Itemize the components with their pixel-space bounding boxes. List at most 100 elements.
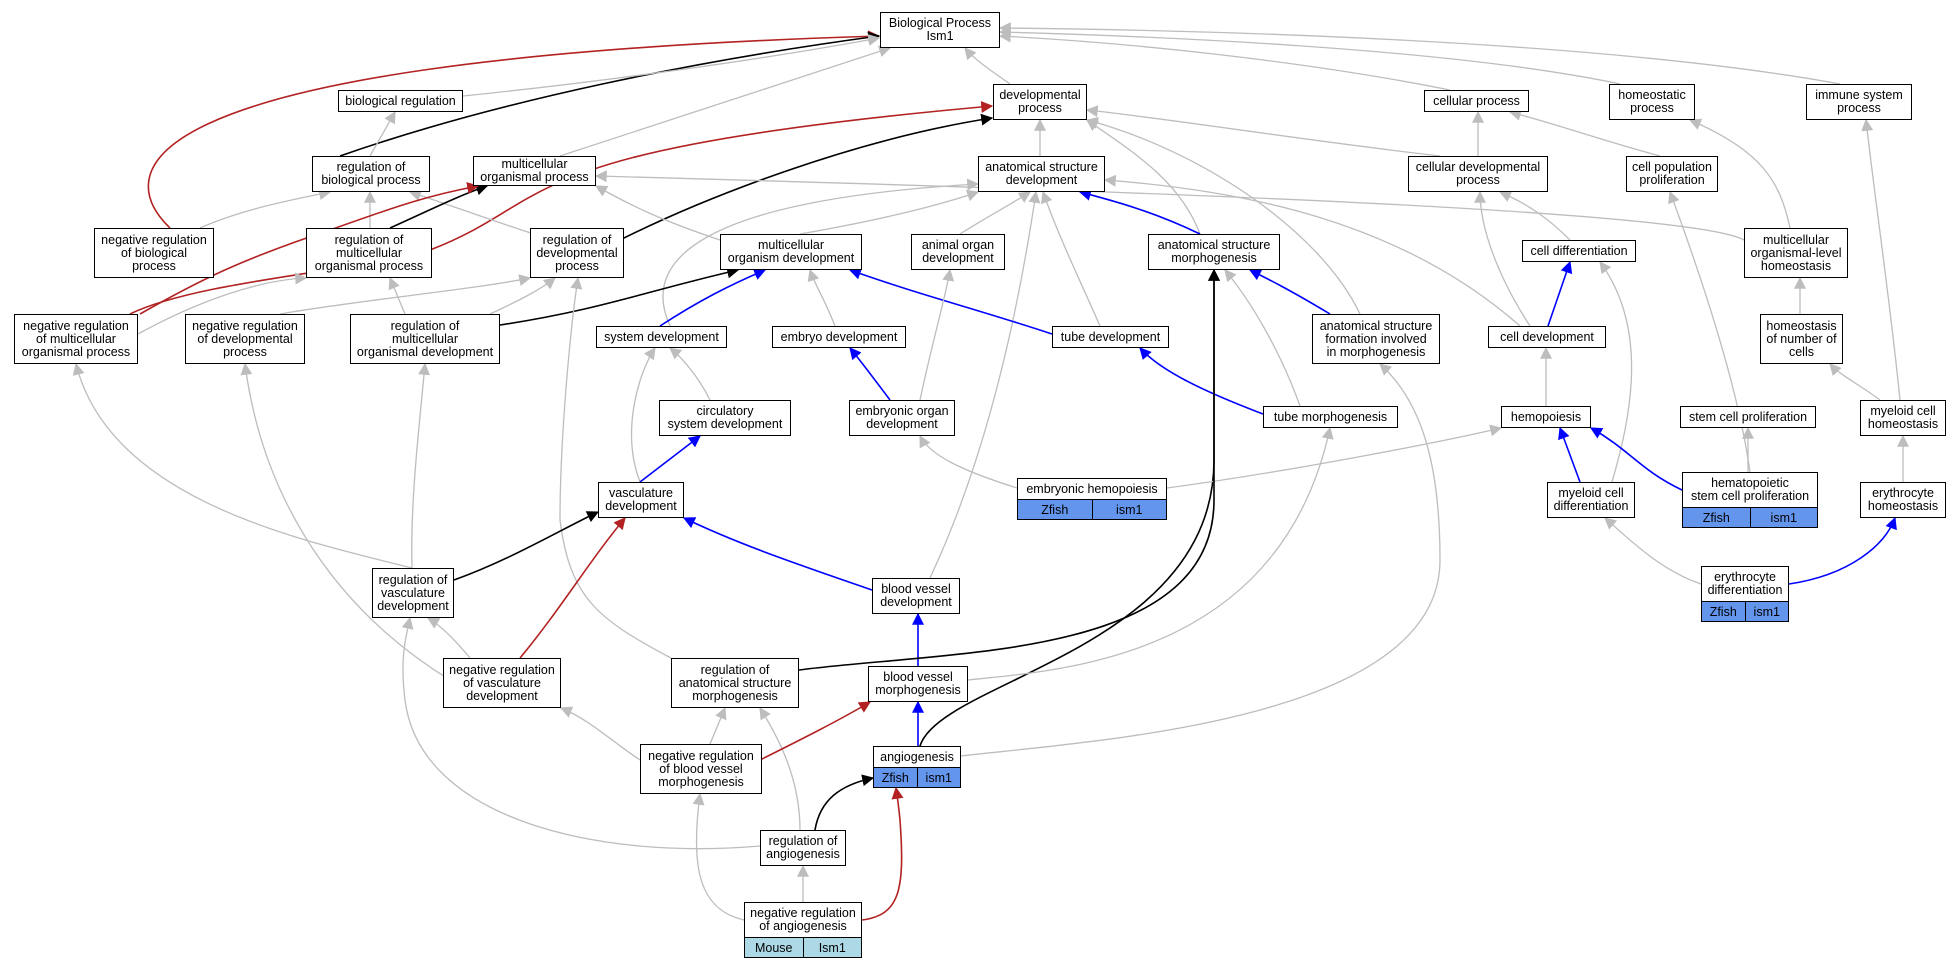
node-multi-homeo[interactable]: multicellular organismal-level homeostas…	[1744, 228, 1848, 278]
edge-sys_dev-to-multi_org_dev	[659, 268, 767, 327]
edge-anat_form-to-anat_morph	[1248, 269, 1331, 315]
node-hemopoiesis[interactable]: hemopoiesis	[1501, 406, 1591, 428]
edge-angio-to-anat_morph	[919, 268, 1220, 747]
edge-cell_development-to-cell_diff	[1547, 260, 1573, 327]
edge-anat_form-to-dev_proc	[1085, 116, 1361, 315]
edge-neg_reg_multi-to-reg_multi	[137, 272, 308, 335]
edge-ery_diff-to-ery_homeo	[1788, 516, 1897, 585]
edge-hsc_prolif-to-cell_pop	[1668, 190, 1751, 473]
node-myeloid-homeo[interactable]: myeloid cell homeostasis	[1860, 400, 1946, 436]
edge-reg_vasc-to-vasc_dev	[453, 511, 600, 581]
node-vasc-dev[interactable]: vasculature development	[598, 482, 684, 518]
edge-neg_reg_vasc-to-reg_vasc	[426, 617, 471, 659]
node-angio[interactable]: angiogenesis	[873, 746, 961, 768]
edge-myeloid_diff-to-cell_diff	[1599, 261, 1633, 483]
edge-bv_dev-to-anat_dev	[929, 190, 1041, 579]
edge-immune-to-bp	[998, 22, 1841, 85]
node-reg-angio[interactable]: regulation of angiogenesis	[760, 830, 846, 866]
edge-multi_org-to-bp	[559, 45, 892, 157]
edge-neg_reg_vasc-to-neg_reg_dev	[240, 362, 451, 681]
gene-tag: ism1	[1744, 602, 1789, 621]
node-anat-dev[interactable]: anatomical structure development	[978, 156, 1105, 192]
node-bp[interactable]: Biological Process Ism1	[880, 12, 1000, 48]
node-cell-proc[interactable]: cellular process	[1424, 90, 1529, 112]
node-anat-form[interactable]: anatomical structure formation involved …	[1312, 314, 1440, 364]
node-multi-org[interactable]: multicellular organismal process	[473, 156, 596, 186]
edge-neg_reg_multi-to-dev_proc	[129, 100, 994, 315]
edge-tube_morph-to-anat_morph	[1224, 269, 1301, 407]
edge-anat_morph-to-dev_proc	[1086, 119, 1201, 235]
edge-hsc_prolif-to-hemopoiesis	[1589, 427, 1683, 491]
node-bv-dev[interactable]: blood vessel development	[872, 578, 960, 614]
node-reg-multi-dev[interactable]: regulation of multicellular organismal d…	[350, 314, 500, 364]
node-tube-dev[interactable]: tube development	[1052, 326, 1169, 348]
edge-reg_dev-to-reg_bio	[408, 189, 541, 237]
edge-reg_angio-to-reg_anat_morph	[759, 706, 801, 831]
edge-neg_reg_bv-to-neg_reg_vasc	[559, 706, 641, 761]
node-bio-reg[interactable]: biological regulation	[338, 90, 463, 112]
edge-reg_vasc-to-reg_multi_dev	[411, 362, 431, 569]
edge-reg_bio-to-bio_reg	[369, 110, 396, 157]
node-cell-development[interactable]: cell development	[1488, 326, 1606, 348]
node-immune[interactable]: immune system process	[1806, 84, 1912, 120]
node-emb-organ[interactable]: embryonic organ development	[849, 400, 955, 436]
edge-homeo_proc-to-bp	[998, 26, 1621, 85]
node-homeo-proc[interactable]: homeostatic process	[1609, 84, 1695, 120]
node-multi-org-dev[interactable]: multicellular organism development	[720, 234, 862, 270]
edge-embryo_dev-to-multi_org_dev	[807, 268, 836, 327]
edge-myeloid_homeo-to-homeo_num	[1829, 363, 1881, 401]
node-homeo-num[interactable]: homeostasis of number of cells	[1760, 314, 1843, 364]
edge-cell_dev_proc-to-dev_proc	[1085, 105, 1441, 157]
edge-tube_dev-to-multi_org_dev	[848, 267, 1053, 335]
edge-neg_reg_dev-to-reg_dev	[279, 274, 532, 315]
node-myeloid-diff[interactable]: myeloid cell differentiation	[1547, 482, 1635, 518]
node-reg-multi[interactable]: regulation of multicellular organismal p…	[306, 228, 432, 278]
edge-emb_hemo-to-emb_organ	[919, 434, 1018, 489]
node-neg-reg-vasc[interactable]: negative regulation of vasculature devel…	[443, 658, 561, 708]
edge-reg_angio-to-reg_vasc	[401, 616, 761, 850]
node-neg-reg-angio[interactable]: negative regulation of angiogenesis	[744, 902, 862, 938]
node-cell-dev-proc[interactable]: cellular developmental process	[1408, 156, 1548, 192]
node-bv-morph[interactable]: blood vessel morphogenesis	[868, 666, 968, 702]
node-emb-hemo[interactable]: embryonic hemopoiesis	[1017, 478, 1167, 500]
node-reg-anat-morph[interactable]: regulation of anatomical structure morph…	[671, 658, 799, 708]
node-ery-homeo[interactable]: erythrocyte homeostasis	[1860, 482, 1946, 518]
edge-reg_anat_morph-to-anat_morph	[798, 268, 1220, 671]
node-circ-dev[interactable]: circulatory system development	[659, 400, 791, 436]
node-reg-bio[interactable]: regulation of biological process	[312, 156, 430, 192]
node-neg-reg-multi[interactable]: negative regulation of multicellular org…	[14, 314, 138, 364]
node-animal-organ[interactable]: animal organ development	[911, 234, 1005, 270]
node-cell-diff[interactable]: cell differentiation	[1522, 240, 1636, 262]
node-neg-reg-dev[interactable]: negative regulation of developmental pro…	[185, 314, 305, 364]
node-embryo-dev[interactable]: embryo development	[772, 326, 906, 348]
edge-myeloid_homeo-to-immune	[1861, 118, 1901, 401]
node-anat-morph[interactable]: anatomical structure morphogenesis	[1148, 234, 1280, 270]
gene-tag: ism1	[1091, 500, 1167, 519]
node-ery-diff[interactable]: erythrocyte differentiation	[1701, 566, 1789, 602]
node-dev-proc[interactable]: developmental process	[993, 84, 1087, 120]
edge-reg_bio-to-bp	[339, 31, 881, 157]
edge-emb_organ-to-animal_organ	[919, 268, 955, 401]
node-tube-morph[interactable]: tube morphogenesis	[1263, 406, 1398, 428]
edge-multi_org_dev-to-anat_dev	[799, 189, 980, 235]
node-neg-reg-bio[interactable]: negative regulation of biological proces…	[94, 228, 214, 278]
edge-angio-to-anat_form	[960, 363, 1441, 757]
node-cell-pop[interactable]: cell population proliferation	[1626, 156, 1718, 192]
node-sys-dev[interactable]: system development	[596, 326, 727, 348]
node-stem-prolif[interactable]: stem cell proliferation	[1680, 406, 1816, 428]
edge-neg_reg_bio-to-bp	[147, 30, 881, 229]
edge-neg_reg_vasc-to-vasc_dev	[519, 517, 626, 659]
node-reg-dev[interactable]: regulation of developmental process	[530, 228, 624, 278]
node-reg-vasc[interactable]: regulation of vasculature development	[372, 568, 454, 618]
species-tag: Zfish	[1041, 502, 1069, 517]
species-tag: Zfish	[881, 770, 909, 785]
edge-reg_vasc-to-neg_reg_multi	[72, 362, 413, 569]
node-hsc-prolif[interactable]: hematopoietic stem cell proliferation	[1682, 472, 1818, 508]
edge-cell_proc-to-bp	[998, 30, 1451, 91]
node-neg-reg-bv[interactable]: negative regulation of blood vessel morp…	[640, 744, 762, 794]
